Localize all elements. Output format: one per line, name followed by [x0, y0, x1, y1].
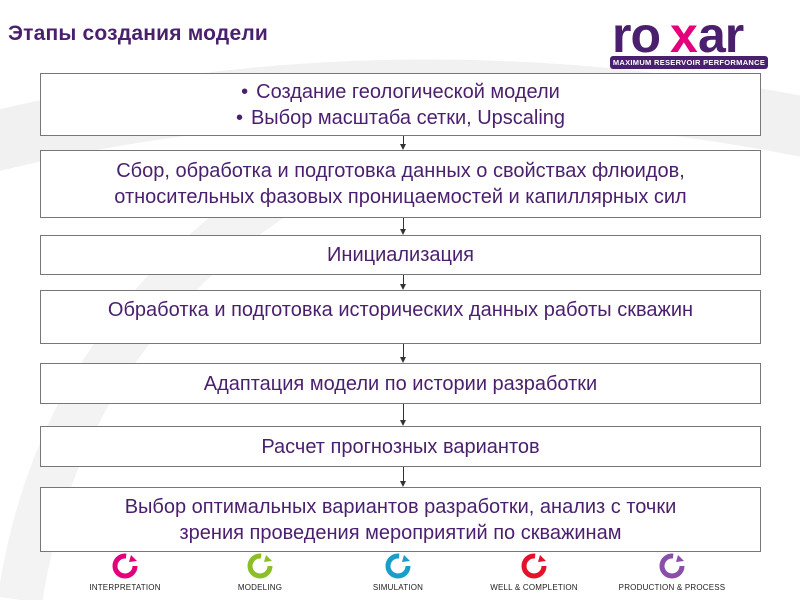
arrow-down-icon	[400, 144, 406, 150]
step-geological-model: Создание геологической модели Выбор масш…	[40, 73, 761, 136]
footer-simulation: SIMULATION	[338, 552, 458, 592]
svg-text:ar: ar	[698, 12, 744, 63]
connector-line	[403, 404, 404, 420]
arrow-down-icon	[400, 284, 406, 290]
step-text: Выбор масштаба сетки, Upscaling	[236, 105, 565, 131]
connector-line	[403, 218, 404, 229]
svg-text:x: x	[670, 12, 698, 63]
step-optimal-variants: Выбор оптимальных вариантов разработки, …	[40, 487, 761, 552]
logo-tagline: MAXIMUM RESERVOIR PERFORMANCE	[610, 56, 768, 69]
modeling-cycle-icon	[247, 553, 273, 579]
step-text: Создание геологической модели	[241, 79, 560, 105]
step-historical-data: Обработка и подготовка исторических данн…	[40, 290, 761, 344]
arrow-down-icon	[400, 357, 406, 363]
step-forecast: Расчет прогнозных вариантов	[40, 426, 761, 467]
well-completion-cycle-icon	[521, 553, 547, 579]
footer-well-completion: WELL & COMPLETION	[474, 552, 594, 592]
svg-text:ro: ro	[612, 12, 660, 63]
footer-production-process: PRODUCTION & PROCESS	[612, 552, 732, 592]
step-text: Инициализация	[327, 244, 474, 266]
footer-label: WELL & COMPLETION	[490, 583, 578, 592]
step-text: Адаптация модели по истории разработки	[203, 372, 598, 395]
interpretation-cycle-icon	[112, 553, 138, 579]
arrow-down-icon	[400, 229, 406, 235]
footer-interpretation: INTERPRETATION	[65, 552, 185, 592]
slide-title: Этапы создания модели	[8, 22, 268, 45]
step-initialization: Инициализация	[40, 235, 761, 275]
simulation-cycle-icon	[385, 553, 411, 579]
footer-modeling: MODELING	[200, 552, 320, 592]
footer-label: PRODUCTION & PROCESS	[618, 583, 726, 592]
step-text: Сбор, обработка и подготовка данных о св…	[116, 160, 685, 182]
arrow-down-icon	[400, 420, 406, 426]
step-text: зрения проведения мероприятий по скважин…	[179, 521, 622, 544]
step-text: Выбор оптимальных вариантов разработки, …	[124, 495, 677, 518]
step-text: относительных фазовых проницаемостей и к…	[114, 186, 687, 208]
step-text: Расчет прогнозных вариантов	[261, 435, 540, 458]
step-fluid-data: Сбор, обработка и подготовка данных о св…	[40, 150, 761, 218]
connector-line	[403, 136, 404, 145]
step-history-matching: Адаптация модели по истории разработки	[40, 363, 761, 404]
connector-line	[403, 467, 404, 481]
roxar-logo: ro x ar MAXIMUM RESERVOIR PERFORMANCE	[610, 12, 772, 72]
connector-line	[403, 344, 404, 357]
footer-label: MODELING	[237, 583, 283, 592]
connector-line	[403, 275, 404, 284]
step-text: Обработка и подготовка исторических данн…	[107, 299, 694, 321]
footer-label: SIMULATION	[372, 583, 424, 592]
arrow-down-icon	[400, 481, 406, 487]
footer-label: INTERPRETATION	[89, 583, 161, 592]
production-process-cycle-icon	[659, 553, 685, 579]
